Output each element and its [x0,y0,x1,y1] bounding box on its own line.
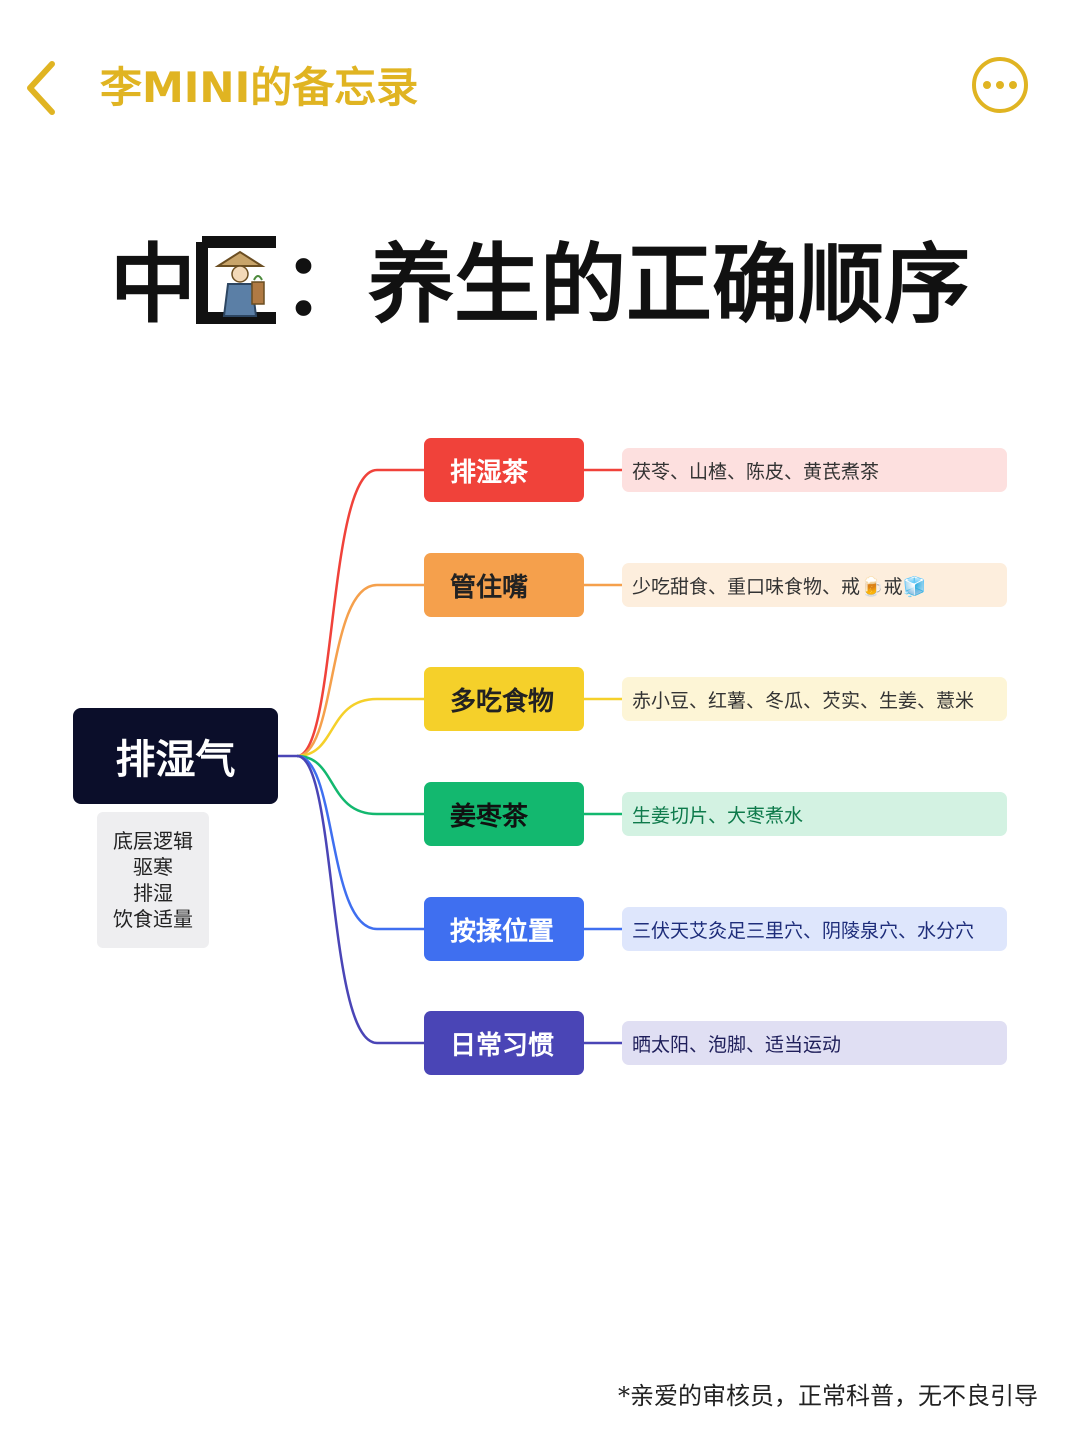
chevron-left-icon [27,61,55,115]
title-frame-char [196,230,282,340]
note-line: 饮食适量 [113,907,193,931]
branch-node[interactable]: 管住嘴 [424,553,584,617]
leaf-node[interactable]: 赤小豆、红薯、冬瓜、芡实、生姜、薏米 [622,677,1007,721]
app-title: 李MINI的备忘录 [100,63,419,112]
title-suffix: ：养生的正确顺序 [282,235,970,335]
connector-root-branch [296,754,424,1045]
mindmap-root[interactable]: 排湿气 [73,708,278,804]
back-button[interactable] [22,58,62,118]
more-horizontal-icon [983,81,991,89]
branch-node[interactable]: 按揉位置 [424,897,584,961]
more-dot [1009,81,1017,89]
leaf-node[interactable]: 少吃甜食、重口味食物、戒🍺戒🧊 [622,563,1007,607]
page-title: 中 ：养生的正确顺序 [0,230,1080,340]
leaf-node[interactable]: 三伏天艾灸足三里穴、阴陵泉穴、水分穴 [622,907,1007,951]
more-dot [996,81,1004,89]
root-notes: 底层逻辑 驱寒 排湿 饮食适量 [97,812,209,948]
branch-node[interactable]: 姜枣茶 [424,782,584,846]
connector-root-branch [296,754,424,931]
connector-root-branch [296,754,424,816]
note-line: 驱寒 [133,855,173,879]
branch-node[interactable]: 日常习惯 [424,1011,584,1075]
footer-disclaimer: *亲爱的审核员，正常科普，无不良引导 [618,1382,1038,1410]
connector-root-branch [296,697,424,758]
leaf-node[interactable]: 茯苓、山楂、陈皮、黄芪煮茶 [622,448,1007,492]
note-line: 底层逻辑 [113,829,193,853]
connector-root-branch [296,468,424,758]
more-button[interactable] [972,57,1028,113]
leaf-node[interactable]: 晒太阳、泡脚、适当运动 [622,1021,1007,1065]
connector-root-branch [296,583,424,758]
title-prefix: 中 [110,235,196,335]
doctor-figure-icon [196,236,276,324]
note-line: 排湿 [133,881,173,905]
branch-node[interactable]: 多吃食物 [424,667,584,731]
leaf-node[interactable]: 生姜切片、大枣煮水 [622,792,1007,836]
branch-node[interactable]: 排湿茶 [424,438,584,502]
